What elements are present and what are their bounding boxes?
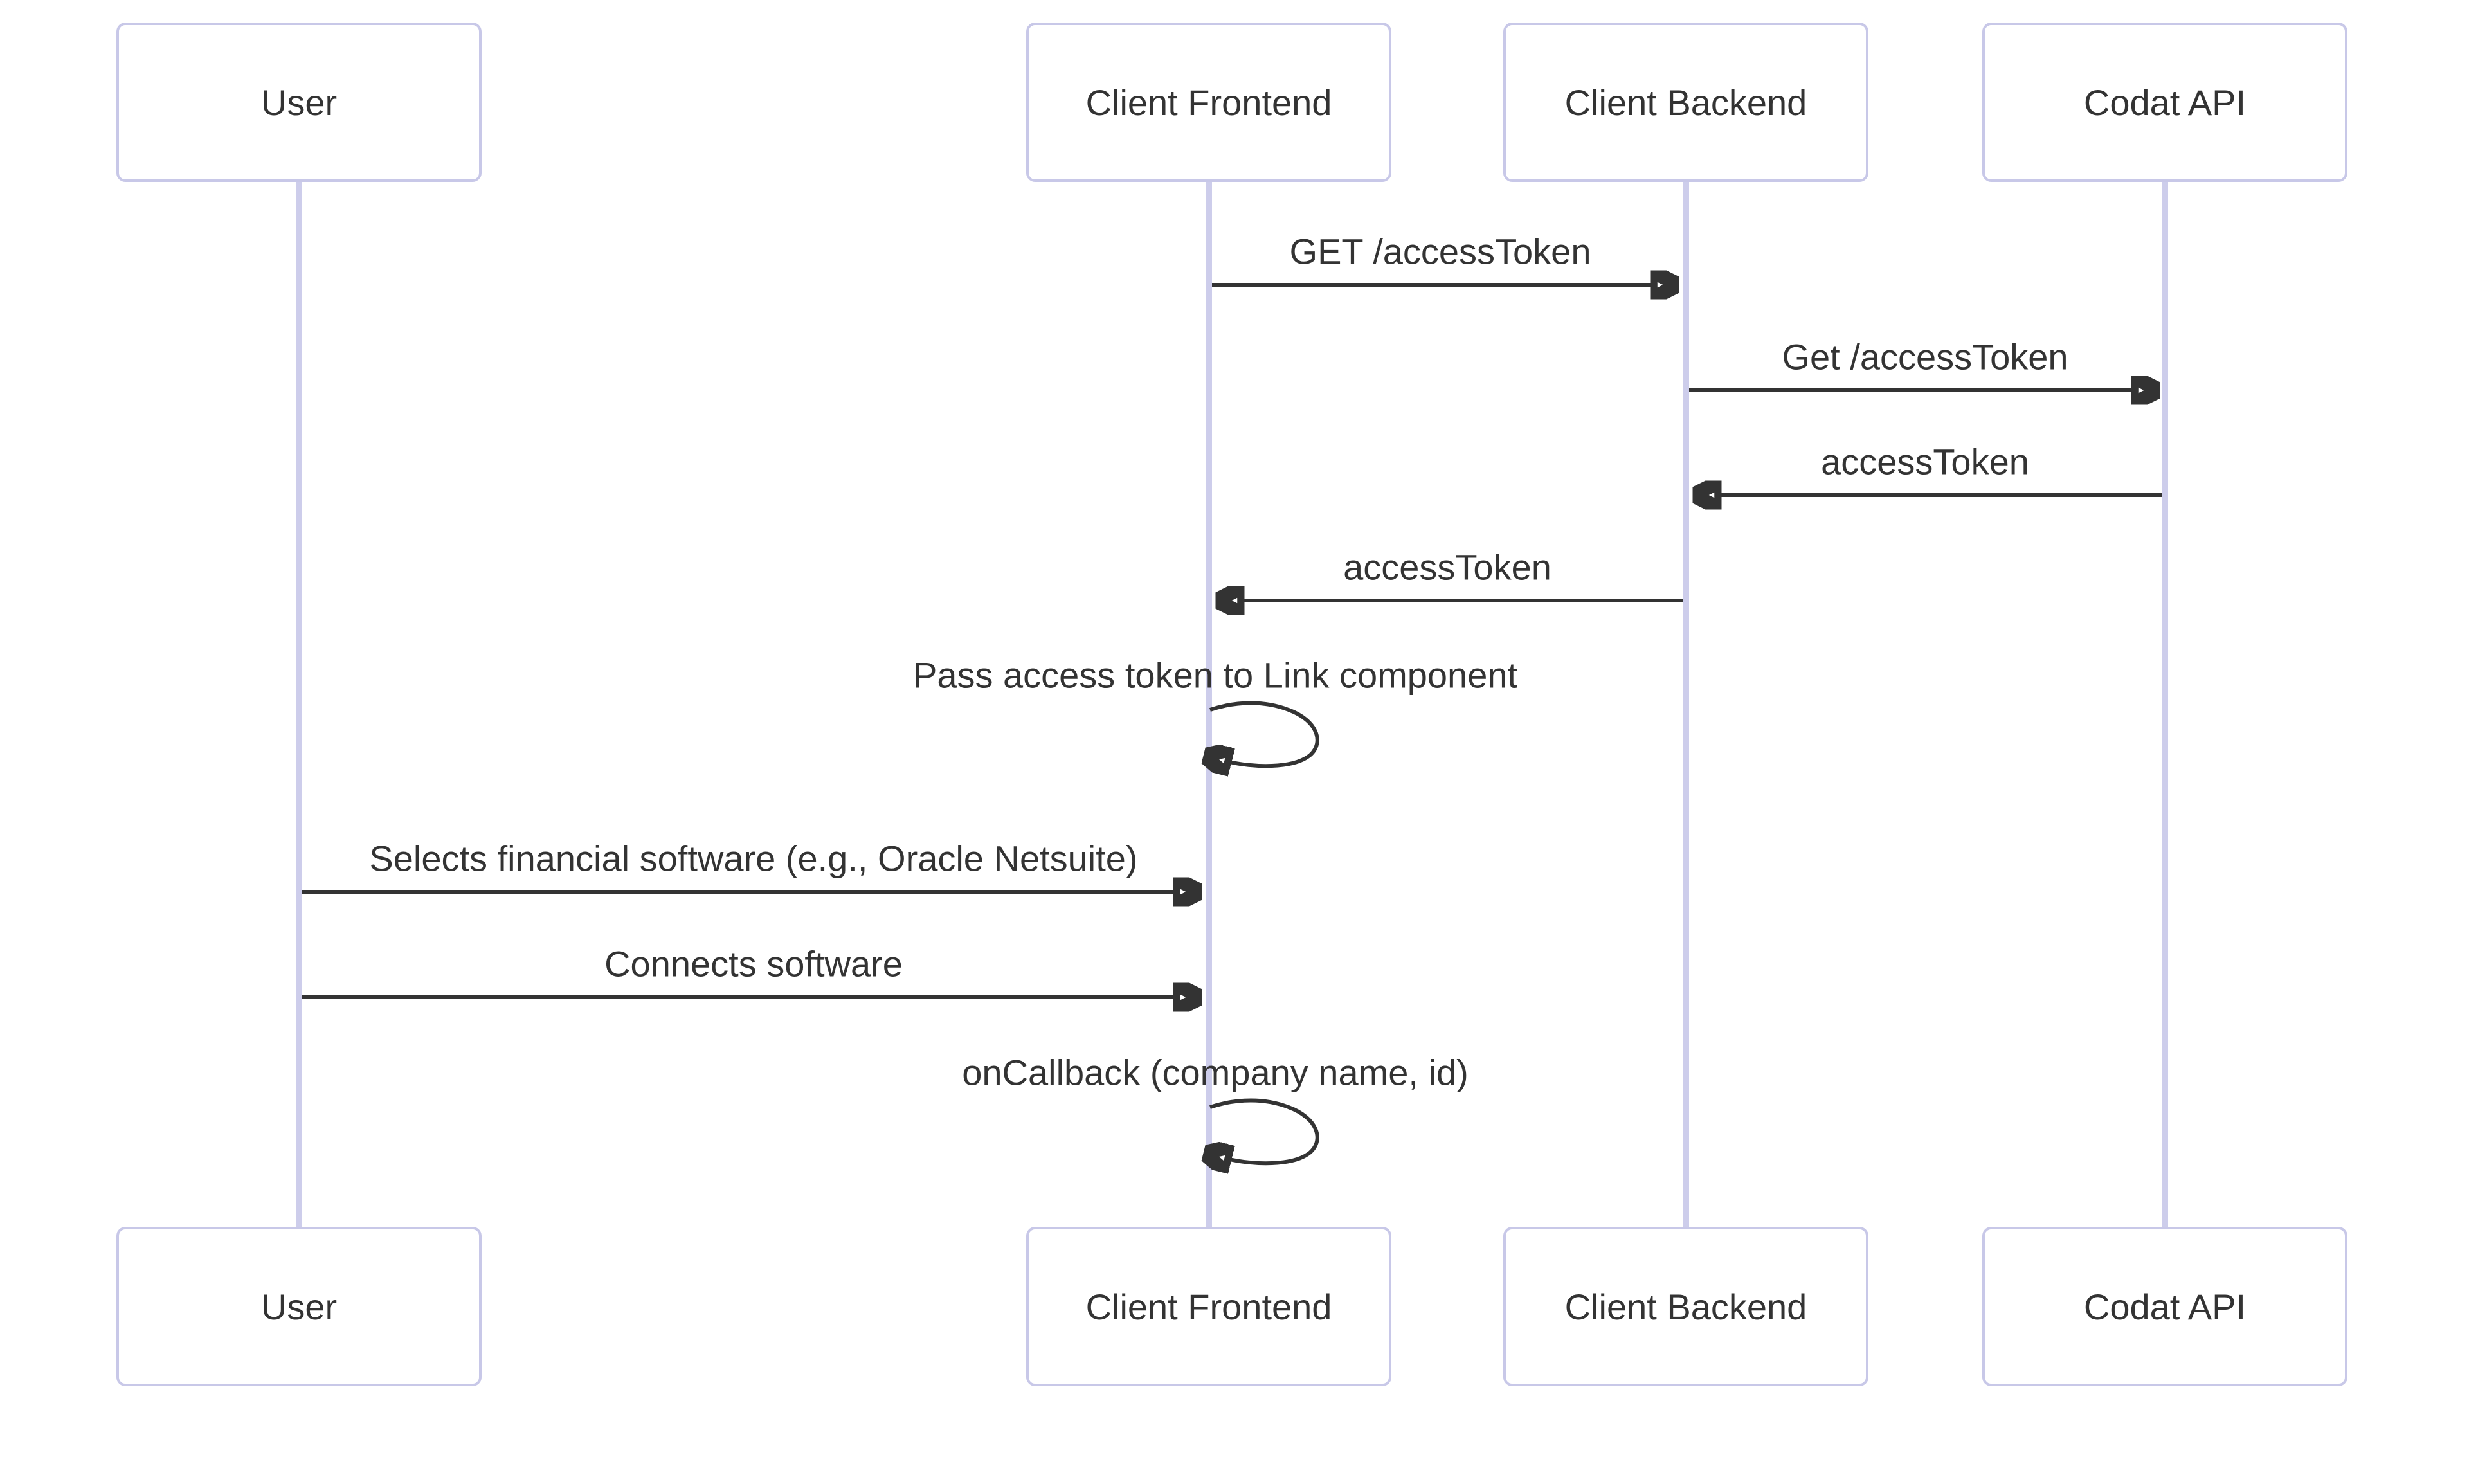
actor-label: User [260, 82, 338, 123]
message-label: Selects financial software (e.g., Oracle… [369, 838, 1138, 879]
actor-label: Client Frontend [1085, 1286, 1332, 1327]
actor-bottom-user: User [116, 1227, 482, 1386]
self-loop-arrow-oncallback [1210, 1098, 1319, 1164]
message-label: Connects software [604, 943, 903, 984]
actor-label: User [260, 1286, 338, 1327]
actor-top-client-backend: Client Backend [1503, 23, 1868, 182]
message-label: GET /accessToken [1289, 231, 1591, 272]
message-label: Get /accessToken [1782, 336, 2068, 377]
actor-label: Codat API [2083, 82, 2247, 123]
actor-bottom-client-frontend: Client Frontend [1026, 1227, 1391, 1386]
actor-label: Client Frontend [1085, 82, 1332, 123]
actor-label: Client Backend [1564, 82, 1807, 123]
actor-label: Client Backend [1564, 1286, 1807, 1327]
lifeline-user [296, 182, 302, 1227]
message-label: accessToken [1821, 441, 2029, 482]
lifeline-client-frontend [1206, 182, 1212, 1227]
actor-bottom-client-backend: Client Backend [1503, 1227, 1868, 1386]
actor-top-user: User [116, 23, 482, 182]
actor-label: Codat API [2083, 1286, 2247, 1327]
actor-bottom-codat-api: Codat API [1982, 1227, 2347, 1386]
message-label: accessToken [1343, 547, 1551, 588]
lifeline-codat-api [2162, 182, 2168, 1227]
message-label: onCallback (company name, id) [962, 1052, 1469, 1093]
actor-top-codat-api: Codat API [1982, 23, 2347, 182]
lifeline-client-backend [1683, 182, 1689, 1227]
message-label: Pass access token to Link component [912, 655, 1518, 696]
actor-top-client-frontend: Client Frontend [1026, 23, 1391, 182]
self-loop-arrow-pass-token [1210, 701, 1319, 766]
